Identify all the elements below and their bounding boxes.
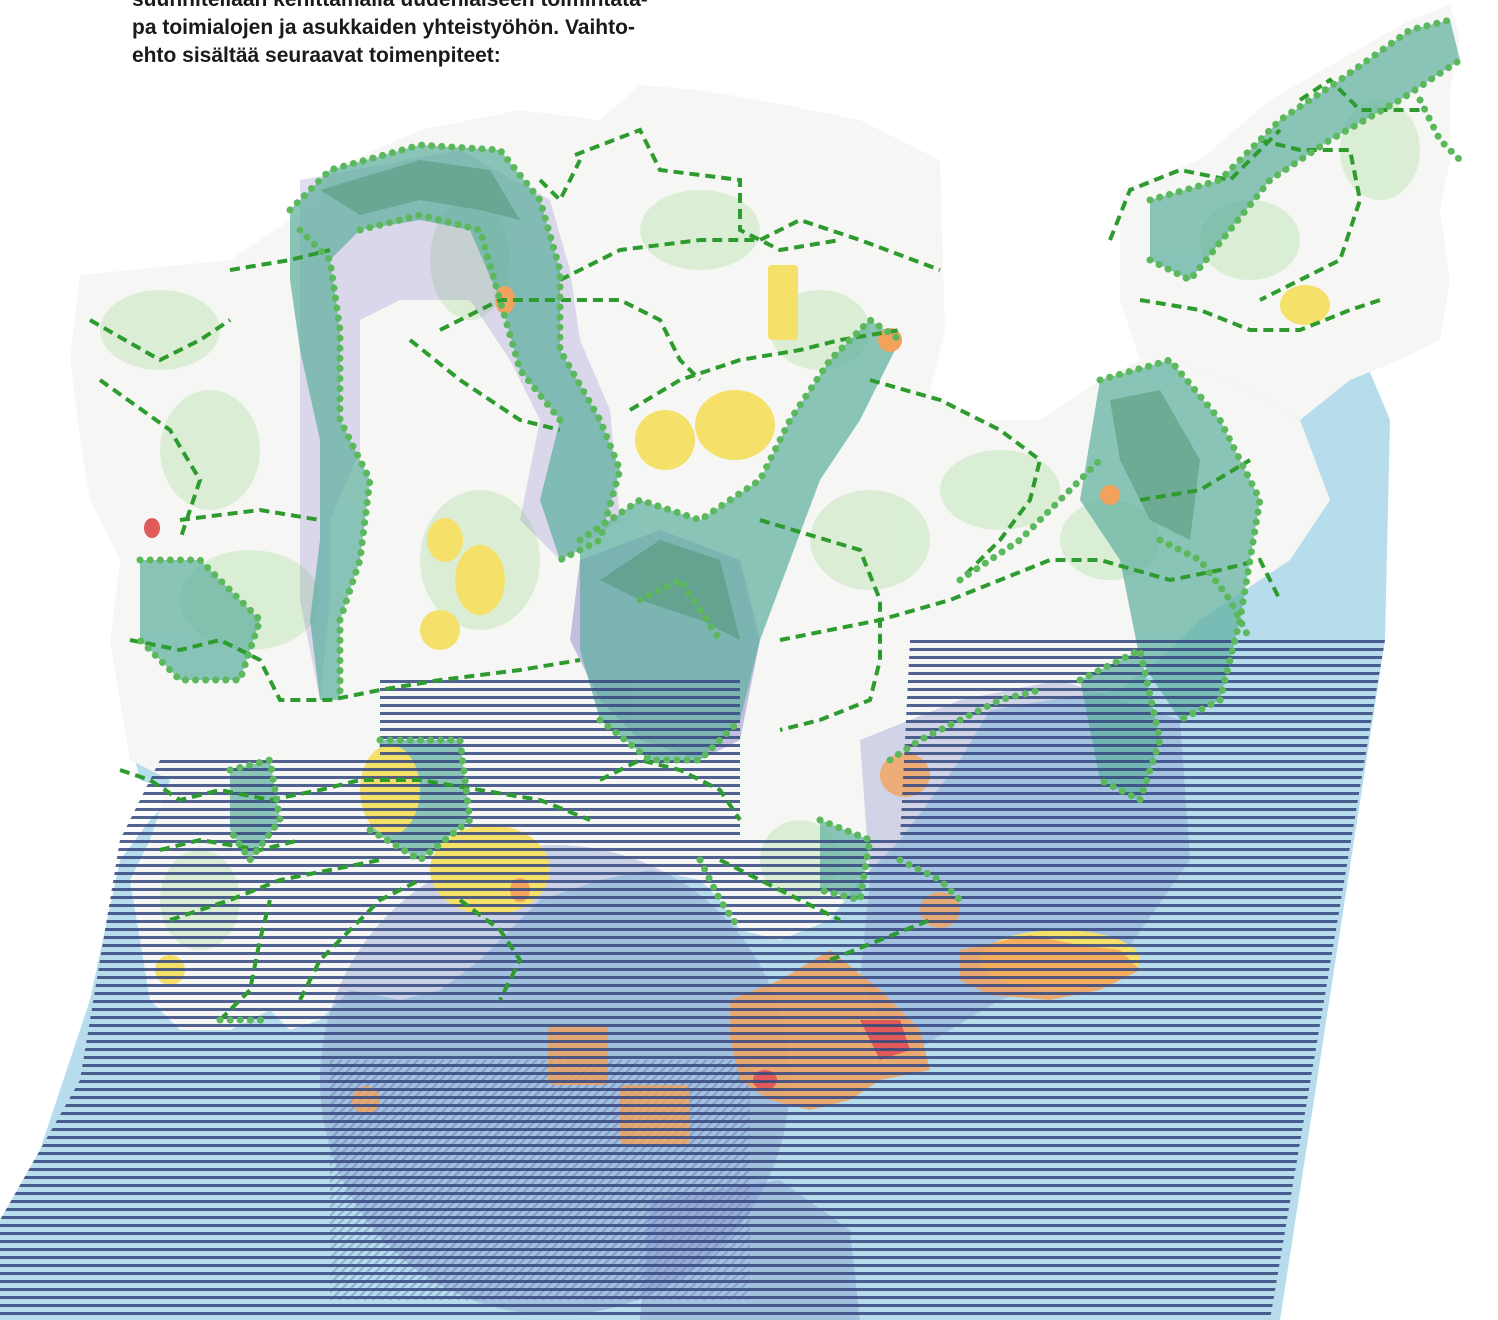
intro-text: suunnitellaan kehittämällä uudenlaiseen … [132, 0, 752, 70]
intro-line-1: suunnitellaan kehittämällä uudenlaiseen … [132, 0, 752, 14]
route-lines [89, 77, 1420, 1022]
intro-line-2: pa toimialojen ja asukkaiden yhteistyöhö… [132, 16, 635, 39]
dotted-boundaries [136, 16, 1464, 1024]
intro-line-3: ehto sisältää seuraavat toimenpiteet: [132, 44, 501, 67]
